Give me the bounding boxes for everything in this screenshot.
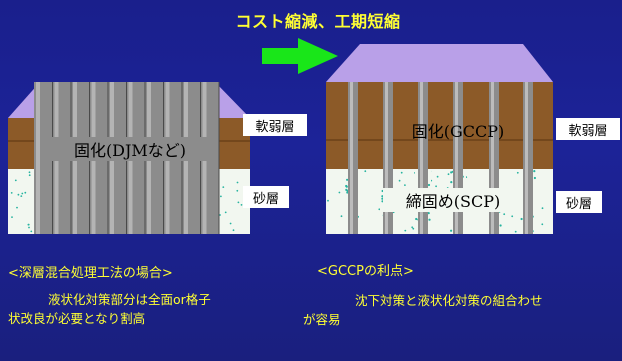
sand-dot [21, 192, 24, 195]
sand-dot [30, 230, 33, 233]
gccp-pile-highlight [420, 82, 423, 234]
right-caption-body: 沈下対策と液状化対策の組合わせ が容易 [303, 291, 621, 329]
gccp-pile-highlight [491, 82, 494, 234]
sand-dot [447, 173, 450, 176]
sand-dot [400, 171, 403, 174]
scp-dot [533, 170, 536, 173]
left-center-label: 固化(DJMなど) [50, 137, 210, 161]
gccp-pile-highlight [350, 82, 353, 234]
sand-dot [404, 184, 406, 187]
gccp-pile-highlight [525, 82, 528, 234]
left-soft-layer-label: 軟弱層 [243, 114, 307, 136]
scp-dot [381, 197, 384, 200]
sand-dot [16, 206, 18, 209]
sand-dot [240, 204, 243, 206]
sand-dot [378, 208, 381, 211]
sand-dot [20, 195, 23, 198]
sand-dot [11, 216, 13, 219]
sand-dot [222, 186, 225, 189]
scp-dot [450, 171, 453, 174]
sand-dot [14, 179, 17, 182]
scp-dot [346, 178, 349, 181]
sand-dot [220, 195, 222, 198]
left-caption-line-1: 液状化対策部分は全面or格子 [48, 292, 211, 307]
sand-dot [404, 229, 407, 232]
left-sand-layer-label: 砂層 [243, 186, 289, 208]
sand-dot [327, 199, 329, 202]
scp-dot [450, 181, 453, 184]
sand-dot [412, 227, 415, 230]
sand-dot [232, 229, 235, 232]
sand-dot [17, 193, 20, 196]
gccp-pile-highlight [385, 82, 388, 234]
scp-dot [427, 212, 430, 215]
sand-dot [28, 174, 31, 177]
sand-dot [28, 171, 31, 174]
sand-dot [516, 171, 519, 174]
left-caption-heading: <深層混合処理工法の場合> [8, 266, 173, 281]
sand-dot [24, 191, 27, 194]
right-caption-heading: <GCCPの利点> [317, 264, 414, 279]
sand-dot [236, 181, 239, 184]
scp-dot [415, 217, 418, 221]
sand-dot [10, 192, 13, 194]
sand-dot [398, 179, 401, 182]
left-caption-body: 液状化対策部分は全面or格子 状改良が必要となり割高 [8, 290, 308, 328]
scp-dot [427, 183, 431, 187]
sand-dot [229, 222, 232, 225]
right-ground-section [326, 44, 553, 234]
right-arrow [262, 38, 338, 74]
right-sand-layer-label: 砂層 [556, 191, 602, 213]
sand-dot [541, 223, 544, 226]
sand-dot [435, 185, 437, 188]
right-lower-label: 締固め(SCP) [383, 188, 523, 212]
headline: コスト縮減、工期短縮 [235, 12, 401, 31]
scp-dot [428, 218, 431, 221]
sand-dot [541, 207, 544, 210]
sand-dot [224, 211, 227, 214]
sand-dot [340, 215, 343, 218]
sand-dot [237, 201, 240, 204]
left-column-highlight [36, 82, 40, 234]
gccp-pile-highlight [455, 82, 458, 234]
sand-dot [364, 170, 367, 173]
sand-dot [511, 215, 514, 218]
scp-dot [450, 229, 453, 232]
sand-dot [236, 189, 239, 192]
sand-dot [514, 230, 517, 233]
sand-dot [411, 226, 414, 229]
sand-dot [436, 175, 439, 178]
sand-dot [503, 213, 506, 216]
right-soft-layer-label: 軟弱層 [556, 118, 620, 140]
sand-dot [28, 226, 30, 229]
scp-dot [520, 217, 523, 221]
right-caption-line-2: が容易 [303, 312, 341, 327]
right-upper-label: 固化(GCCP) [411, 122, 505, 141]
right-caption-line-1: 沈下対策と液状化対策の組合わせ [355, 293, 543, 308]
right-embankment [326, 44, 553, 82]
scp-dot [533, 176, 537, 180]
left-caption-line-2: 状改良が必要となり割高 [8, 311, 146, 326]
scp-dot [381, 195, 384, 198]
scp-dot [499, 224, 502, 227]
sand-dot [219, 214, 221, 216]
right-soft-layer [326, 82, 553, 169]
scp-dot [345, 185, 348, 188]
sand-dot [27, 223, 30, 226]
sand-dot [338, 191, 341, 194]
